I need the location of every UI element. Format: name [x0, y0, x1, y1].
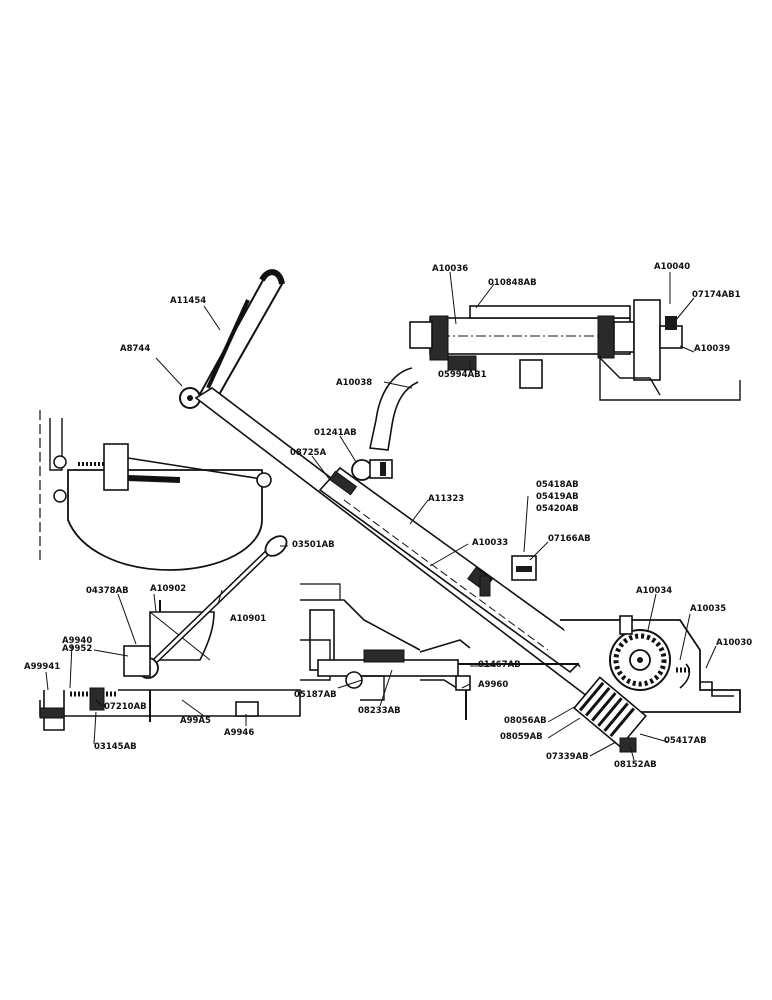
- label-A10039: A10039: [694, 344, 731, 354]
- label-05417AB: 05417AB: [664, 736, 707, 746]
- label-03145AB: 03145AB: [94, 742, 137, 752]
- housing-top: [469, 305, 631, 319]
- label-05187AB: 05187AB: [294, 690, 337, 700]
- label-05418AB: 05418AB: [536, 480, 579, 490]
- label-A11323: A11323: [428, 494, 465, 504]
- label-A9960: A9960: [478, 680, 509, 690]
- label-08059AB: 08059AB: [500, 732, 543, 742]
- quadrant-plate: [39, 410, 272, 571]
- casing-rib: [599, 357, 661, 396]
- label-A9940: A9940: [62, 636, 93, 646]
- label-A10040: A10040: [654, 262, 691, 272]
- shaft-bearing-assembly: [369, 299, 741, 451]
- label-010848AB: 010848AB: [488, 278, 537, 288]
- center-linkage: [300, 583, 600, 720]
- label-08152AB: 08152AB: [614, 760, 657, 770]
- plate-body: [67, 469, 263, 571]
- label-A9946: A9946: [224, 728, 255, 738]
- leader-lines: [45, 271, 717, 761]
- label-05994AB1: 05994AB1: [438, 370, 487, 380]
- label-A10038: A10038: [336, 378, 373, 388]
- right-shaft-end: [613, 321, 635, 353]
- lower-lever-assembly: [39, 535, 301, 731]
- label-05420AB: 05420AB: [536, 504, 579, 514]
- label-03501AB: 03501AB: [292, 540, 335, 550]
- hand-lever: [179, 269, 285, 409]
- label-07339AB: 07339AB: [546, 752, 589, 762]
- grease-fitting: [351, 459, 393, 481]
- label-08233AB: 08233AB: [358, 706, 401, 716]
- label-A10901: A10901: [230, 614, 267, 624]
- latch-block: [103, 443, 129, 491]
- label-A9945: A99A5: [180, 716, 211, 726]
- right-bearing: [597, 315, 615, 359]
- rod-collar: [328, 470, 358, 496]
- label-A10036: A10036: [432, 264, 469, 274]
- gear-assembly: [479, 555, 741, 753]
- label-01241AB: 01241AB: [314, 428, 357, 438]
- bracket: [519, 359, 543, 389]
- label-A99941: A99941: [24, 662, 61, 672]
- label-A9952: A9952: [62, 644, 93, 654]
- left-shaft-end: [409, 321, 433, 349]
- label-A10034: A10034: [636, 586, 673, 596]
- worm-gear: [573, 676, 647, 748]
- label-07210AB: 07210AB: [104, 702, 147, 712]
- label-04378AB: 04378AB: [86, 586, 129, 596]
- shift-knob: [264, 535, 288, 557]
- bolt-07174: [665, 316, 677, 330]
- label-A8744: A8744: [120, 344, 151, 354]
- end-plate: [633, 299, 661, 381]
- label-07174AB1: 07174AB1: [692, 290, 741, 300]
- label-01467AB: 01467AB: [478, 660, 521, 670]
- label-07166AB: 07166AB: [548, 534, 591, 544]
- label-A10035: A10035: [690, 604, 727, 614]
- label-A10033: A10033: [472, 538, 509, 548]
- label-05419AB: 05419AB: [536, 492, 579, 502]
- label-A10030: A10030: [716, 638, 753, 648]
- lower-casing: [599, 356, 741, 401]
- collar: [447, 355, 477, 371]
- label-A11454: A11454: [170, 296, 207, 306]
- label-08725A: 08725A: [290, 448, 327, 458]
- label-A10902: A10902: [150, 584, 187, 594]
- feed-pipe: [369, 367, 419, 451]
- label-08056AB: 08056AB: [504, 716, 547, 726]
